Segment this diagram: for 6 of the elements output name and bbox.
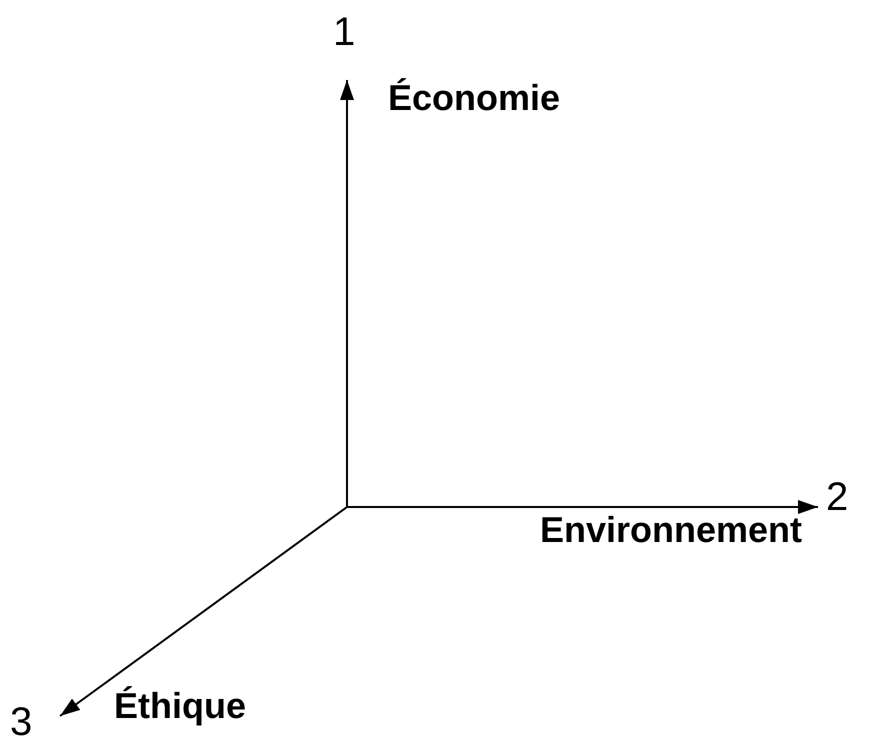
axis-number: 3 <box>10 702 32 739</box>
axis-number: 1 <box>333 12 356 52</box>
axis-label: Environnement <box>540 512 802 548</box>
axis-label: Éthique <box>114 688 246 724</box>
axis-number: 2 <box>826 477 848 517</box>
axis-label: Économie <box>388 80 560 116</box>
